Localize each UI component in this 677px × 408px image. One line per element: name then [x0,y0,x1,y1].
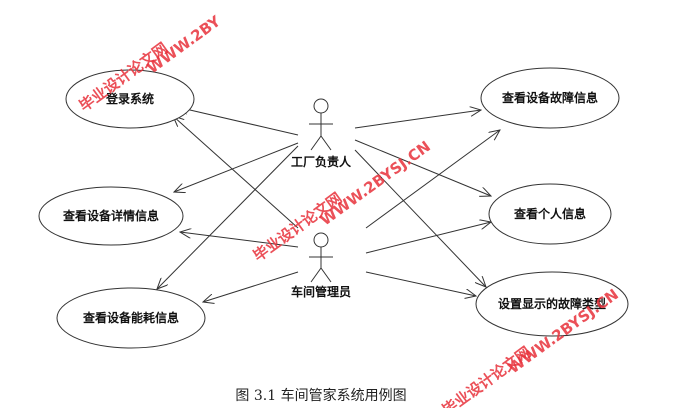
use-case-fault-label: 查看设备故障信息 [501,90,598,105]
actor-factory-manager-label: 工厂负责人 [291,154,352,169]
use-case-detail: 查看设备详情信息 [38,186,184,246]
association-arrow-workshop-admin-to-fault [365,130,500,229]
association-arrow-workshop-admin-to-detail [180,232,299,248]
use-case-login: 登录系统 [65,69,195,129]
use-case-personal: 查看个人信息 [488,183,612,245]
association-arrow-workshop-admin-to-energy [203,271,299,302]
actor-workshop-admin-label: 车间管理员 [291,284,351,299]
use-case-login-label: 登录系统 [105,91,154,106]
association-arrow-workshop-admin-to-fault-type [365,271,476,296]
association-arrow-factory-manager-to-energy [157,145,299,289]
association-arrow-factory-manager-to-personal [354,139,491,196]
use-case-detail-label: 查看设备详情信息 [62,208,159,223]
association-arrow-workshop-admin-to-login [173,116,299,229]
use-case-energy-label: 查看设备能耗信息 [82,310,179,325]
use-case-energy: 查看设备能耗信息 [56,287,206,349]
association-lines [157,107,500,302]
association-arrow-factory-manager-to-detail [174,142,299,192]
use-case-fault-type-label: 设置显示的故障类型 [498,296,606,311]
stick-figure-icon [309,232,333,283]
watermark-cn-middle: 毕业设计论文网 [250,189,346,265]
watermark-url-middle: WWW.2BYSJ.CN [317,137,434,229]
association-arrow-factory-manager-to-fault [354,110,481,129]
use-case-fault-type: 设置显示的故障类型 [475,271,629,337]
figure-caption: 图 3.1 车间管家系统用例图 [235,387,406,404]
actor-workshop-admin: 车间管理员 [291,232,351,299]
use-case-personal-label: 查看个人信息 [513,206,586,221]
stick-figure-icon [309,98,333,151]
association-arrow-factory-manager-to-fault-type [354,149,486,287]
use-case-fault: 查看设备故障信息 [480,67,620,129]
association-arrow-factory-manager-to-login [177,107,299,136]
watermark-cn-bottom: 毕业设计论文网 [439,343,535,408]
association-arrow-workshop-admin-to-personal [365,222,491,254]
actor-factory-manager: 工厂负责人 [291,98,352,169]
